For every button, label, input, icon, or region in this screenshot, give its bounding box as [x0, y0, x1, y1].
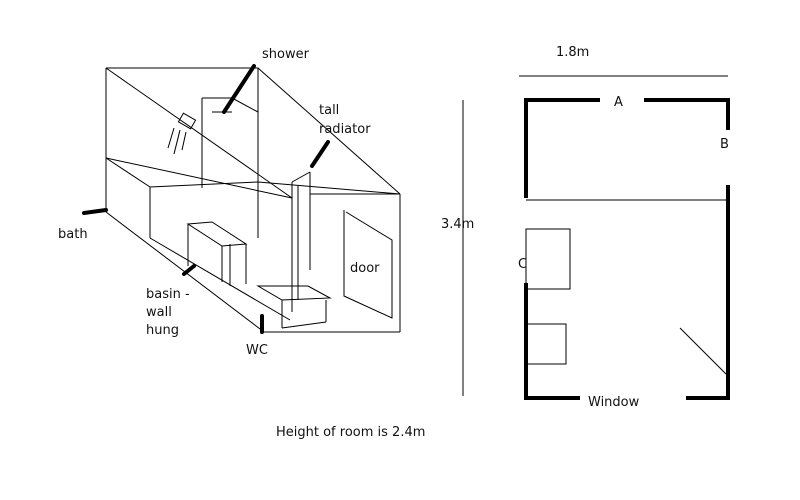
radiator-top	[291, 171, 311, 183]
label-basin-line-3: hung	[146, 323, 179, 338]
label-point-c: C	[518, 257, 527, 272]
radiator-pointer	[310, 140, 330, 168]
bath-left-edge	[105, 157, 151, 188]
bath-back-edge	[105, 157, 293, 199]
bath-top-edge	[149, 181, 259, 188]
roof-diagonal	[105, 67, 293, 199]
wc-top	[256, 285, 332, 301]
label-dim-length: 3.4m	[441, 217, 474, 232]
label-basin-line-2: wall	[146, 305, 172, 320]
floor-front-edge	[149, 237, 291, 321]
roof-right-diagonal	[257, 67, 401, 195]
wc-bottom	[281, 321, 327, 329]
basin-pointer	[182, 264, 196, 276]
isometric-room	[82, 64, 401, 334]
wall-right	[686, 185, 730, 400]
shower-pointer	[222, 64, 256, 114]
wall-top-left	[524, 98, 600, 198]
label-tall: tall	[319, 103, 339, 118]
label-point-a: A	[614, 95, 623, 110]
label-point-b: B	[720, 137, 729, 152]
label-height-note: Height of room is 2.4m	[276, 425, 425, 440]
label-basin-line-1: basin -	[146, 287, 190, 302]
shower-spray-2	[173, 129, 181, 155]
right-wall-top	[257, 181, 401, 195]
wall-bottom-left	[524, 283, 580, 400]
wc-plan	[525, 323, 567, 365]
label-shower: shower	[262, 47, 310, 62]
label-window: Window	[588, 395, 640, 410]
label-door: door	[350, 261, 380, 276]
floor-plan	[524, 98, 730, 400]
door-swing	[679, 327, 727, 375]
shower-top-right	[231, 97, 259, 113]
basin-plan	[525, 228, 571, 290]
label-bath: bath	[58, 227, 88, 242]
back-wall-outline	[106, 67, 259, 182]
label-wc: WC	[246, 343, 268, 358]
door-outline	[343, 210, 393, 319]
shower-spray-3	[181, 131, 187, 151]
wall-top-right	[644, 98, 730, 130]
label-dim-width: 1.8m	[556, 45, 589, 60]
shower-head	[177, 112, 197, 130]
label-radiator: radiator	[319, 122, 371, 137]
basin-top	[186, 221, 248, 247]
bath-pointer	[82, 208, 108, 215]
shower-spray-1	[167, 127, 175, 149]
